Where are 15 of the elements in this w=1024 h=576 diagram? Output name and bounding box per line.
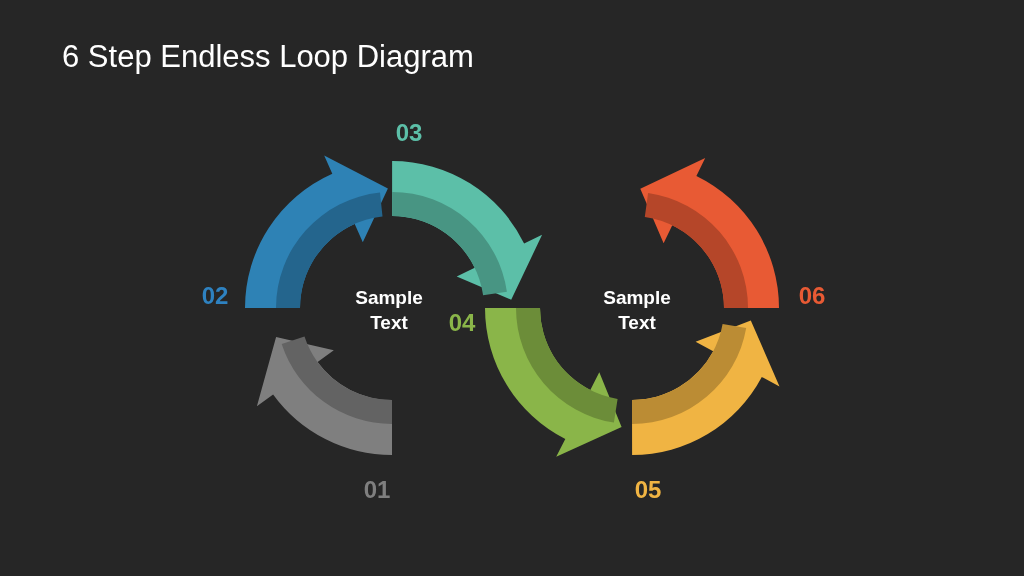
center-text: Sample Text	[354, 286, 424, 335]
step-number: 06	[798, 278, 826, 314]
step-number: 03	[395, 115, 423, 151]
curved-arrow	[245, 155, 388, 309]
step-number: 05	[634, 472, 662, 508]
step-number: 02	[201, 278, 229, 314]
curved-arrow	[485, 308, 622, 457]
curved-arrow	[640, 157, 779, 308]
title: 6 Step Endless Loop Diagram	[62, 38, 474, 76]
step-number: 04	[448, 305, 476, 341]
curved-arrow	[632, 320, 780, 455]
curved-arrow	[392, 161, 543, 300]
center-text: Sample Text	[602, 286, 672, 335]
curved-arrow	[256, 336, 392, 455]
step-number: 01	[363, 472, 391, 508]
